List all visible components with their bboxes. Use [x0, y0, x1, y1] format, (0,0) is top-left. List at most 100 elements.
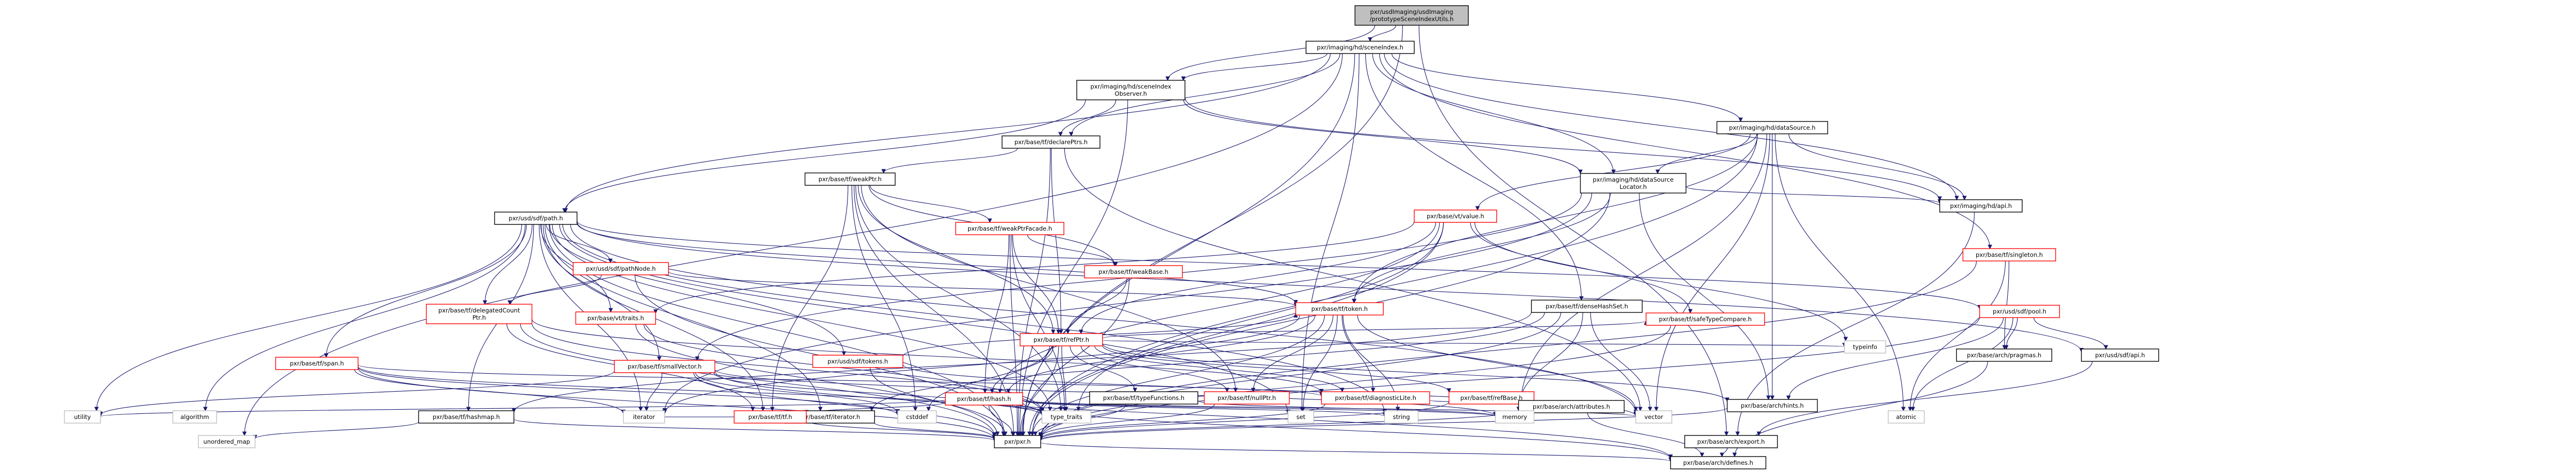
node-tfHash[interactable]: pxr/base/tf/hash.h — [945, 392, 1023, 406]
node-tfTf[interactable]: pxr/base/tf/tf.h — [734, 410, 807, 424]
node-declarePtrs[interactable]: pxr/base/tf/declarePtrs.h — [1002, 135, 1100, 149]
node-hdApi[interactable]: pxr/imaging/hd/api.h — [1939, 199, 2023, 213]
edge-vtValue-to-pxr — [1027, 222, 1444, 436]
edge-sceneIndex-to-dataSourceLocator — [1372, 53, 1616, 174]
node-box — [1888, 410, 1925, 424]
node-hashmap[interactable]: pxr/base/tf/hashmap.h — [418, 410, 515, 424]
node-type_traits: type_traits — [1041, 410, 1092, 424]
node-archExport[interactable]: pxr/base/arch/export.h — [1684, 435, 1778, 448]
edge-vtTraits-to-pxr — [635, 324, 1000, 436]
edge-pathNode-to-tfToken — [668, 271, 1298, 307]
node-pxr[interactable]: pxr/pxr.h — [994, 435, 1041, 448]
edge-vtValue-to-safeTypeCompare — [1470, 222, 1693, 314]
edge-sceneIndexObserver-to-declarePtrs — [1058, 99, 1116, 137]
node-denseHashSet[interactable]: pxr/base/tf/denseHashSet.h — [1531, 300, 1643, 313]
edge-sdfPool-to-hints — [1786, 317, 2004, 400]
node-label: pxr/base/tf/weakPtrFacade.h — [968, 225, 1052, 232]
node-box — [1684, 435, 1778, 448]
node-label: pxr/base/tf/diagnosticLite.h — [1335, 394, 1416, 401]
edge-root-to-sceneIndexObserver — [1165, 25, 1376, 81]
edge-sdfPath-to-pathNode — [546, 224, 613, 264]
node-label: pxr/base/tf/safeTypeCompare.h — [1659, 316, 1752, 323]
edge-dataSourceLocator-to-hdApi — [1685, 186, 1942, 204]
node-nullPtr[interactable]: pxr/base/tf/nullPtr.h — [1204, 391, 1290, 405]
node-pathNode[interactable]: pxr/usd/sdf/pathNode.h — [572, 262, 669, 275]
node-layer: pxr/usdImaging/usdImaging/prototypeScene… — [64, 5, 2159, 469]
node-weakBase[interactable]: pxr/base/tf/weakBase.h — [1084, 265, 1183, 278]
node-weakPtr[interactable]: pxr/base/tf/weakPtr.h — [804, 172, 896, 186]
node-label: pxr/base/tf/weakPtr.h — [819, 176, 882, 183]
edge-sdfPath-to-smallVector — [540, 224, 662, 361]
edge-sdfPath-to-sdfTokens — [549, 224, 846, 356]
node-label: pxr/base/vt/value.h — [1427, 213, 1484, 220]
node-label: pxr/base/tf/token.h — [1311, 305, 1368, 312]
node-label: pxr/base/tf/refPtr.h — [1033, 336, 1089, 343]
edge-tfToken-to-vector — [1357, 314, 1638, 412]
node-memory: memory — [1495, 410, 1535, 424]
node-box — [1518, 400, 1625, 413]
node-weakPtrFacade[interactable]: pxr/base/tf/weakPtrFacade.h — [955, 222, 1064, 235]
node-label: atomic — [1896, 413, 1916, 421]
node-safeTypeCompare[interactable]: pxr/base/tf/safeTypeCompare.h — [1646, 312, 1765, 326]
node-sdfPath[interactable]: pxr/usd/sdf/path.h — [494, 212, 578, 225]
node-box — [426, 304, 533, 324]
node-pragmas[interactable]: pxr/base/arch/pragmas.h — [1956, 348, 2053, 362]
node-attributes[interactable]: pxr/base/arch/attributes.h — [1518, 400, 1625, 413]
edge-singleton-to-atomic — [1908, 260, 2006, 412]
node-sdfPool[interactable]: pxr/usd/sdf/pool.h — [1979, 305, 2060, 318]
edge-sceneIndex-to-dataSource — [1391, 53, 1743, 123]
node-sdfTokens[interactable]: pxr/usd/sdf/tokens.h — [812, 355, 904, 368]
edge-sceneIndex-to-sceneIndexObserver — [1181, 53, 1328, 81]
node-label: pxr/base/tf/nullPtr.h — [1217, 394, 1276, 401]
node-vtValue[interactable]: pxr/base/vt/value.h — [1414, 209, 1497, 223]
edge-refPtr-to-nullPtr — [1080, 345, 1230, 393]
edge-dataSourceLocator-to-tfToken — [1351, 193, 1611, 304]
edge-sceneIndexObserver-to-sdfPath — [562, 99, 1086, 213]
node-box — [1295, 302, 1384, 316]
node-vtTraits[interactable]: pxr/base/vt/traits.h — [575, 311, 656, 325]
edge-sdfPath-to-tfToken — [577, 223, 1298, 305]
edge-sdfPath-to-utility — [94, 224, 522, 412]
node-box — [418, 410, 515, 424]
node-hints[interactable]: pxr/base/arch/hints.h — [1726, 399, 1818, 412]
node-label: Ptr.h — [472, 314, 486, 321]
edge-sceneIndex-to-set — [1299, 53, 1360, 412]
edge-hdApi-to-archExport — [1735, 212, 1975, 436]
node-smallVector[interactable]: pxr/base/tf/smallVector.h — [614, 360, 716, 373]
edge-declarePtrs-to-weakPtr — [881, 148, 1018, 174]
node-box — [897, 410, 937, 424]
edge-sdfApi-to-archExport — [1756, 361, 2093, 436]
node-unordered_map: unordered_map — [198, 435, 256, 448]
node-box — [2081, 348, 2159, 362]
node-label: pxr/base/tf/typeFunctions.h — [1103, 394, 1184, 401]
node-span[interactable]: pxr/base/tf/span.h — [275, 357, 359, 370]
edge-tfToken-to-diagnosticLite — [1342, 314, 1376, 393]
node-label: cstddef — [906, 413, 928, 421]
node-box — [1414, 209, 1497, 223]
node-dataSource[interactable]: pxr/imaging/hd/dataSource.h — [1716, 121, 1828, 134]
edge-weakPtr-to-refPtr — [858, 185, 1056, 335]
node-archDefines[interactable]: pxr/base/arch/defines.h — [1670, 456, 1767, 469]
node-label: Observer.h — [1115, 90, 1147, 97]
node-label: pxr/usd/sdf/path.h — [509, 215, 563, 222]
edge-root-to-sceneIndex — [1368, 25, 1396, 42]
node-diagnosticLite[interactable]: pxr/base/tf/diagnosticLite.h — [1321, 391, 1430, 405]
node-label: pxr/base/arch/attributes.h — [1533, 403, 1610, 410]
node-sdfApi[interactable]: pxr/usd/sdf/api.h — [2081, 348, 2159, 362]
node-sceneIndex[interactable]: pxr/imaging/hd/sceneIndex.h — [1306, 41, 1415, 54]
node-typeFunctions[interactable]: pxr/base/tf/typeFunctions.h — [1089, 391, 1198, 405]
node-tfToken[interactable]: pxr/base/tf/token.h — [1295, 302, 1384, 316]
node-singleton[interactable]: pxr/base/tf/singleton.h — [1962, 248, 2056, 261]
node-refPtr[interactable]: pxr/base/tf/refPtr.h — [1020, 333, 1103, 346]
node-root[interactable]: pxr/usdImaging/usdImaging/prototypeScene… — [1354, 5, 1469, 26]
edge-tfToken-to-nullPtr — [1251, 314, 1334, 393]
node-label: memory — [1502, 413, 1527, 421]
node-box — [1956, 348, 2053, 362]
node-box — [1646, 312, 1765, 326]
node-label: pxr/base/tf/refBase.h — [1461, 394, 1523, 401]
node-box — [1041, 410, 1092, 424]
